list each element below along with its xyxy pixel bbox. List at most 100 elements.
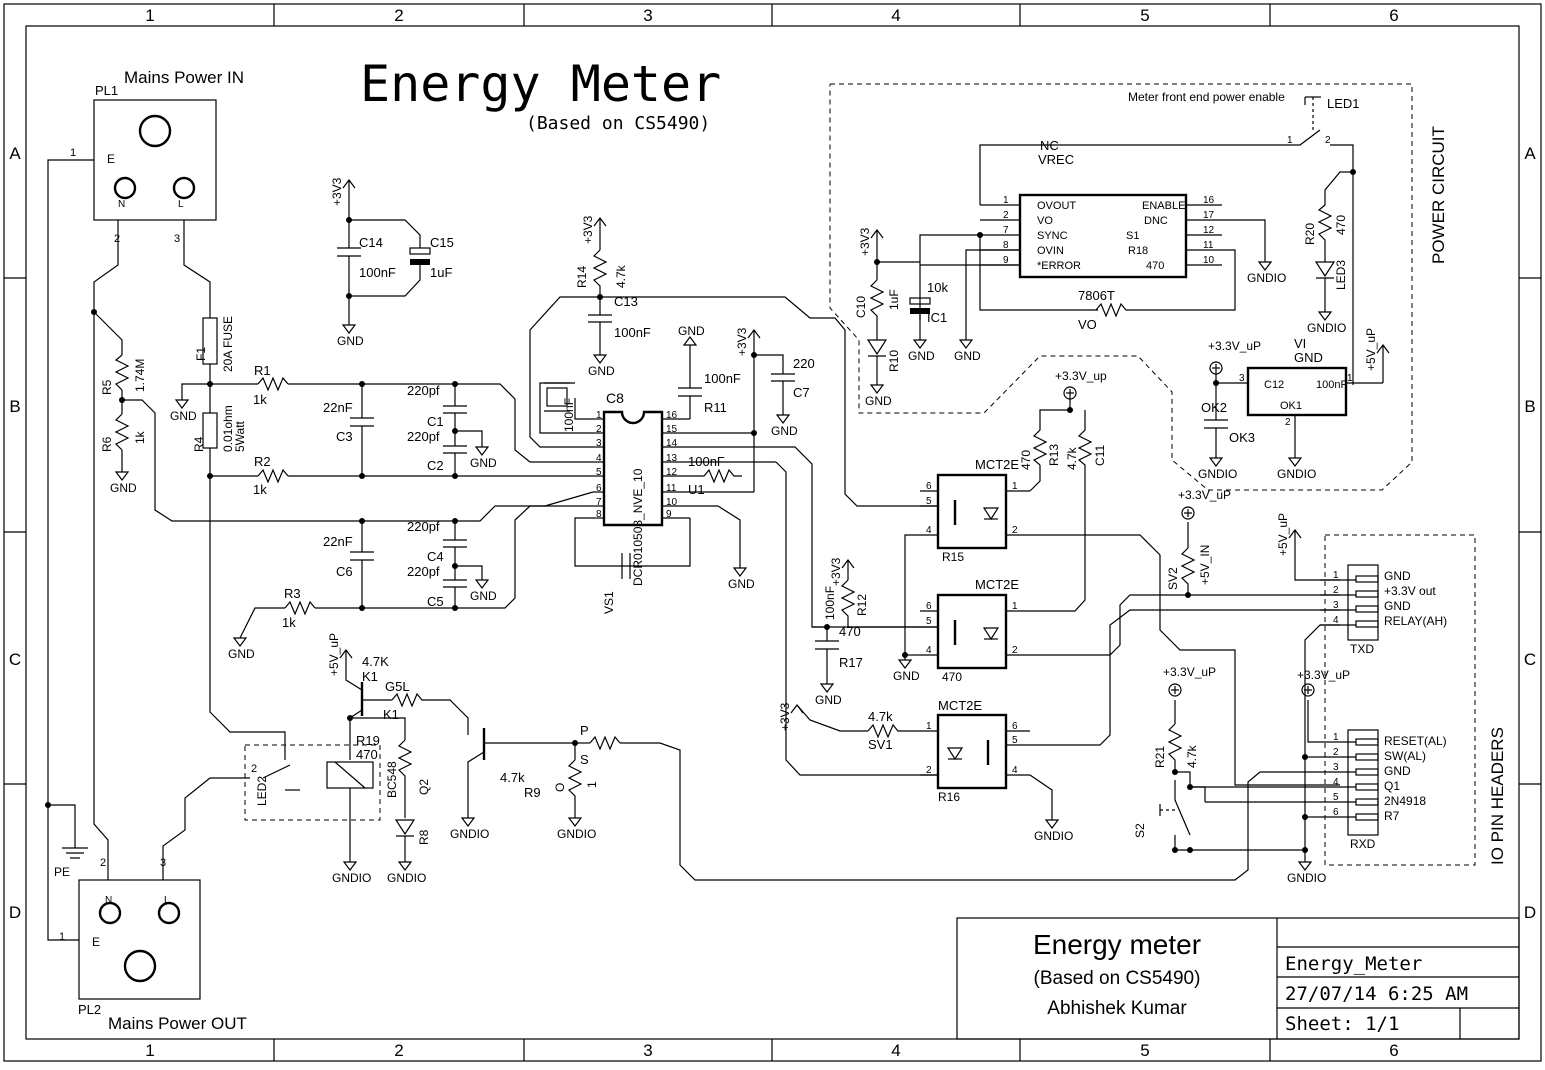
sv2-signal: 2N4918 — [1384, 794, 1426, 808]
supply-circle: +3.3V_uP — [1178, 488, 1231, 520]
sv2-signal: RESET(AL) — [1384, 734, 1447, 748]
ground-label: GND — [771, 424, 798, 438]
sv1-pin-number: 3 — [1333, 600, 1339, 611]
ground-label: GND — [815, 693, 842, 707]
status-led3 — [866, 262, 931, 385]
label-c9-value: R11 — [704, 400, 727, 415]
mains-out-label: Mains Power OUT — [108, 1014, 247, 1033]
sv1-pin-number: 1 — [1333, 570, 1339, 581]
sheet-frame: 1 2 3 4 5 6 1 2 3 4 5 6 A B C D A B C D — [3, 3, 1542, 1062]
label-c8: 220 — [793, 356, 815, 371]
label-c1-top: 220pf — [407, 383, 440, 398]
label-sv1: TXD — [1350, 642, 1374, 656]
supply-circle: +3.3V_uP — [1208, 339, 1261, 375]
pin-number: 1 — [70, 147, 76, 159]
label-c5: C5 — [427, 594, 444, 609]
io-headers-boundary — [1324, 534, 1476, 866]
label-q1-part: K1 — [362, 669, 378, 684]
optocoupler-pin-number: 2 — [926, 765, 932, 776]
pin-label: N — [118, 199, 125, 210]
label-r10: 7806T — [1078, 288, 1115, 303]
label-c6-value: 22nF — [323, 534, 353, 549]
ground-label: GNDIO — [1287, 871, 1326, 885]
label-r2-value: 1k — [253, 482, 267, 497]
ground-label: GND — [228, 647, 255, 661]
u1-pin-number: 8 — [1003, 240, 1009, 251]
pin-number: 3 — [1239, 373, 1245, 384]
cs5490-pin-number: 12 — [666, 467, 678, 478]
cs5490-pin-number: 10 — [666, 497, 678, 508]
optocoupler-ok1 — [920, 473, 1030, 550]
pin-label: L — [178, 199, 184, 210]
column-label: 5 — [1140, 1041, 1149, 1060]
cs5490-pin-number: 5 — [596, 467, 602, 478]
label-pl1: PL1 — [95, 83, 118, 98]
label-ok3: MCT2E — [938, 698, 982, 713]
label-r16: 4.7k — [1065, 446, 1079, 470]
pin-number: 1 — [1287, 135, 1293, 146]
optocoupler-pin-number: 6 — [926, 601, 932, 612]
cs5490-pin-number: 7 — [596, 497, 602, 508]
label-c7-value: VS1 — [602, 591, 616, 614]
pin-label: L — [164, 895, 170, 906]
optocoupler-pin-number: 1 — [1012, 601, 1018, 612]
pin-number: 2 — [100, 857, 106, 869]
label-u1-part: VREC — [1038, 152, 1074, 167]
label-sv2: RXD — [1350, 837, 1376, 851]
label-cs5490: C8 — [606, 390, 624, 406]
label-c11: 470 — [839, 624, 861, 639]
ground-symbol: GNDIO — [387, 861, 426, 885]
column-label: 1 — [145, 6, 154, 25]
ground-symbol: GND — [170, 399, 197, 423]
relay-pin-label: 2 — [251, 763, 257, 775]
ground-symbol: GND — [470, 579, 497, 603]
supply-label: +3V3 — [581, 215, 595, 244]
label-u1: NC — [1040, 138, 1059, 153]
label-r21-value: 4.7k — [1185, 744, 1199, 768]
pin-number: 2 — [1285, 417, 1291, 428]
cs5490-wiring — [529, 218, 938, 776]
cs5490-pin-number: 15 — [666, 424, 678, 435]
u1-pin-name: VO — [1037, 215, 1053, 227]
supply-arrow: +3V3 — [829, 557, 855, 586]
u1-pin-name: OVOUT — [1037, 200, 1076, 212]
ic1-pin-name: OK1 — [1280, 400, 1302, 412]
relay-k1-contacts — [244, 731, 381, 821]
label-s2: S2 — [1133, 823, 1147, 838]
power-circuit-label: POWER CIRCUIT — [1429, 126, 1448, 264]
label-r16-value: C11 — [1093, 445, 1107, 466]
label-c4-value: 220pf — [407, 564, 440, 579]
label-r5-value: 1.74M — [133, 359, 147, 392]
supply-label: +3V3 — [330, 177, 344, 206]
title-block: Energy meter (Based on CS5490) Abhishek … — [956, 917, 1520, 1040]
label-c4-top: 220pf — [407, 519, 440, 534]
label-r11-value: U1 — [688, 482, 705, 497]
sv1-signal: GND — [1384, 569, 1411, 583]
supply-label: +3.3V_uP — [1163, 665, 1216, 679]
mains-wiring — [45, 159, 268, 941]
cs5490-pin-number: 8 — [596, 509, 602, 520]
ground-symbol: GND — [337, 324, 364, 348]
supply-arrow: +3V3 — [735, 327, 761, 356]
u1-pin-number: 16 — [1203, 195, 1215, 206]
title-block-sheet: Sheet: 1/1 — [1285, 1013, 1399, 1035]
label-r20-value: 1uF — [887, 289, 901, 310]
supply-label: +3.3V_up — [1055, 369, 1107, 383]
ground-label: GNDIO — [450, 827, 489, 841]
optocoupler-pin-number: 1 — [926, 721, 932, 732]
label-q1: 4.7K — [362, 654, 389, 669]
sv2-signal: SW(AL) — [1384, 749, 1426, 763]
column-label: 2 — [394, 6, 403, 25]
label-r4-value: 0.01ohm — [221, 405, 235, 452]
column-label: 5 — [1140, 6, 1149, 25]
label-c8-value: C7 — [793, 385, 810, 400]
supply-label: +3.3V_uP — [1208, 339, 1261, 353]
ground-label: GND — [110, 481, 137, 495]
supply-label: +5V_uP — [327, 633, 341, 676]
supply-arrow: +3V3 — [330, 177, 356, 206]
